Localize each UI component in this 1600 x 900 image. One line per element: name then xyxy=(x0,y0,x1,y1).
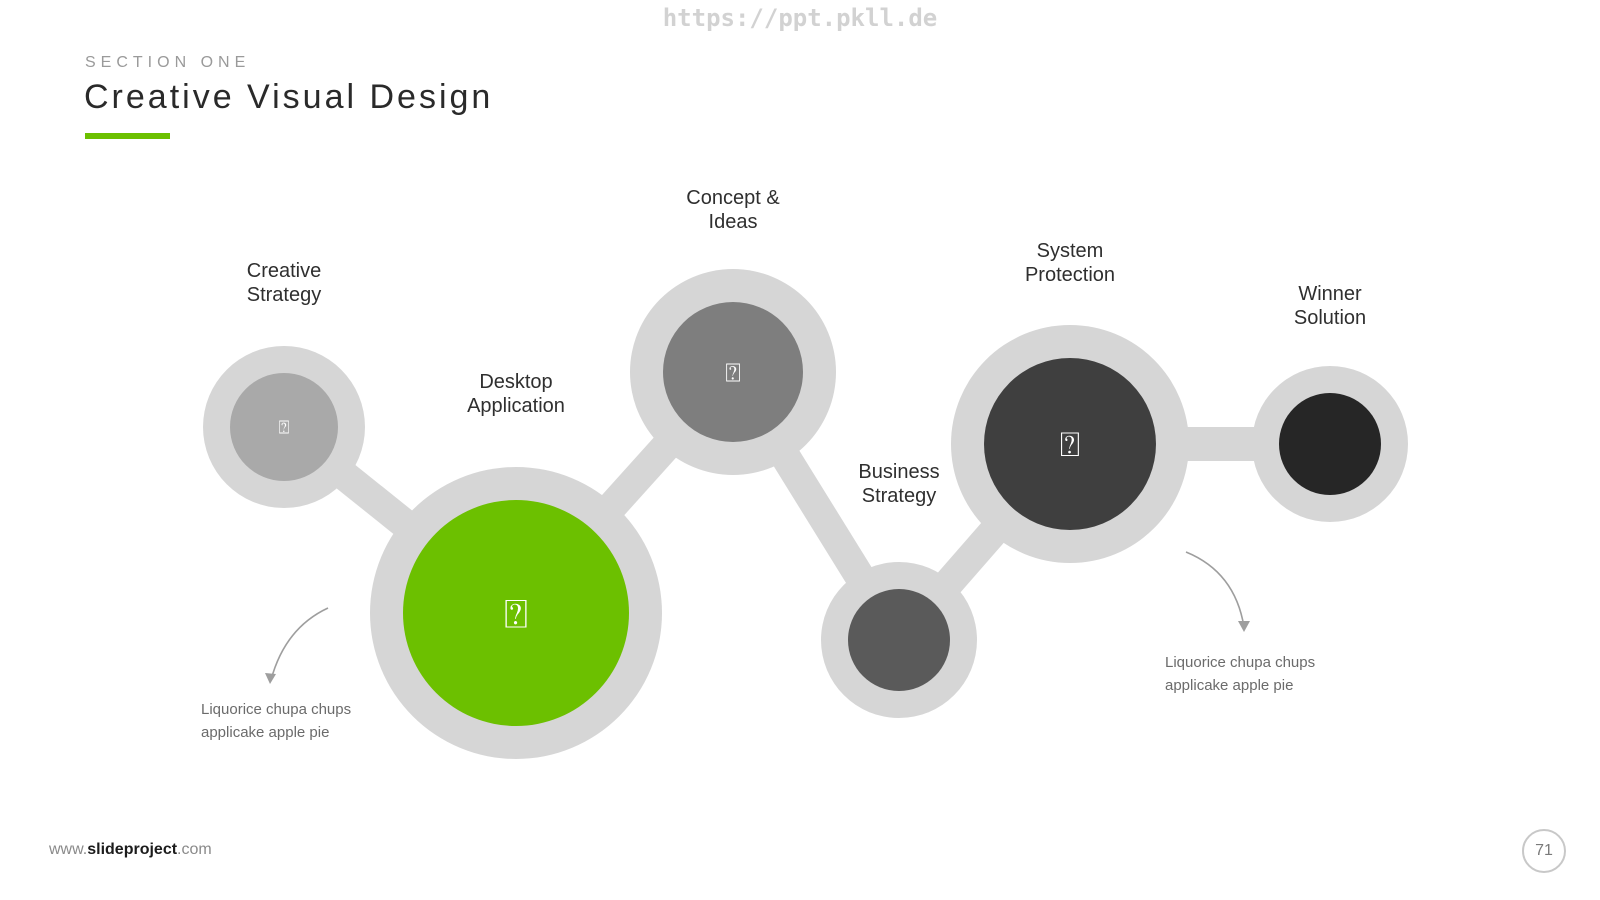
node-label-desktop-application-1: Desktop xyxy=(479,371,552,393)
node-core xyxy=(1279,393,1381,495)
image-placeholder-icon: ⍰ xyxy=(1060,425,1080,465)
node-label-winner-solution-2: Solution xyxy=(1294,307,1366,329)
node-core xyxy=(403,500,629,726)
image-placeholder-icon: ⍰ xyxy=(504,591,528,637)
footer-website[interactable]: www.slideproject.com xyxy=(49,841,212,859)
slide-title: Creative Visual Design xyxy=(84,78,494,116)
arrow-left xyxy=(270,607,329,681)
node-core xyxy=(230,373,338,481)
footer-brand: slideproject xyxy=(87,841,178,858)
node-core xyxy=(984,358,1156,530)
section-label: SECTION ONE xyxy=(85,54,251,71)
node-label-creative-strategy-2: Strategy xyxy=(247,284,321,306)
caption-right-line-1: Liquorice chupa chups xyxy=(1165,654,1316,671)
arrowhead-right xyxy=(1238,621,1250,632)
node-concept-ideas: ⍰ Concept &Ideas xyxy=(630,187,836,475)
node-label-creative-strategy-1: Creative xyxy=(247,260,321,282)
footer-prefix: www. xyxy=(49,841,88,858)
node-label-system-protection-1: System xyxy=(1037,240,1104,262)
title-accent-bar xyxy=(85,133,170,139)
caption-right: Liquorice chupa chups applicake apple pi… xyxy=(1165,651,1315,697)
arrowhead-left xyxy=(265,673,276,684)
node-label-system-protection-2: Protection xyxy=(1025,264,1115,286)
arrow-right xyxy=(1185,551,1245,628)
node-core xyxy=(663,302,803,442)
caption-left-line-2: applicake apple pie xyxy=(201,724,330,741)
node-label-concept-ideas-1: Concept & xyxy=(686,187,780,209)
node-label-desktop-application-2: Application xyxy=(467,395,565,417)
page-number-text: 71 xyxy=(1535,842,1553,859)
image-placeholder-icon: ⍰ xyxy=(279,417,290,438)
node-label-concept-ideas-2: Ideas xyxy=(709,211,758,233)
caption-arrows xyxy=(265,551,1250,684)
node-label-winner-solution-1: Winner xyxy=(1298,283,1362,305)
node-label-business-strategy-2: Strategy xyxy=(862,485,936,507)
caption-left: Liquorice chupa chups applicake apple pi… xyxy=(201,698,351,744)
caption-right-line-2: applicake apple pie xyxy=(1165,677,1294,694)
watermark-url: https://ppt.pkll.de xyxy=(662,4,938,32)
image-placeholder-icon: ⍰ xyxy=(725,358,741,388)
page-number: 71 xyxy=(1522,829,1566,873)
nodes: ⍰CreativeStrategy⍰DesktopApplication⍰Con… xyxy=(203,187,1408,759)
footer-suffix: .com xyxy=(177,841,212,858)
node-core xyxy=(848,589,950,691)
caption-left-line-1: Liquorice chupa chups xyxy=(201,701,352,718)
node-label-business-strategy-1: Business xyxy=(858,461,939,483)
